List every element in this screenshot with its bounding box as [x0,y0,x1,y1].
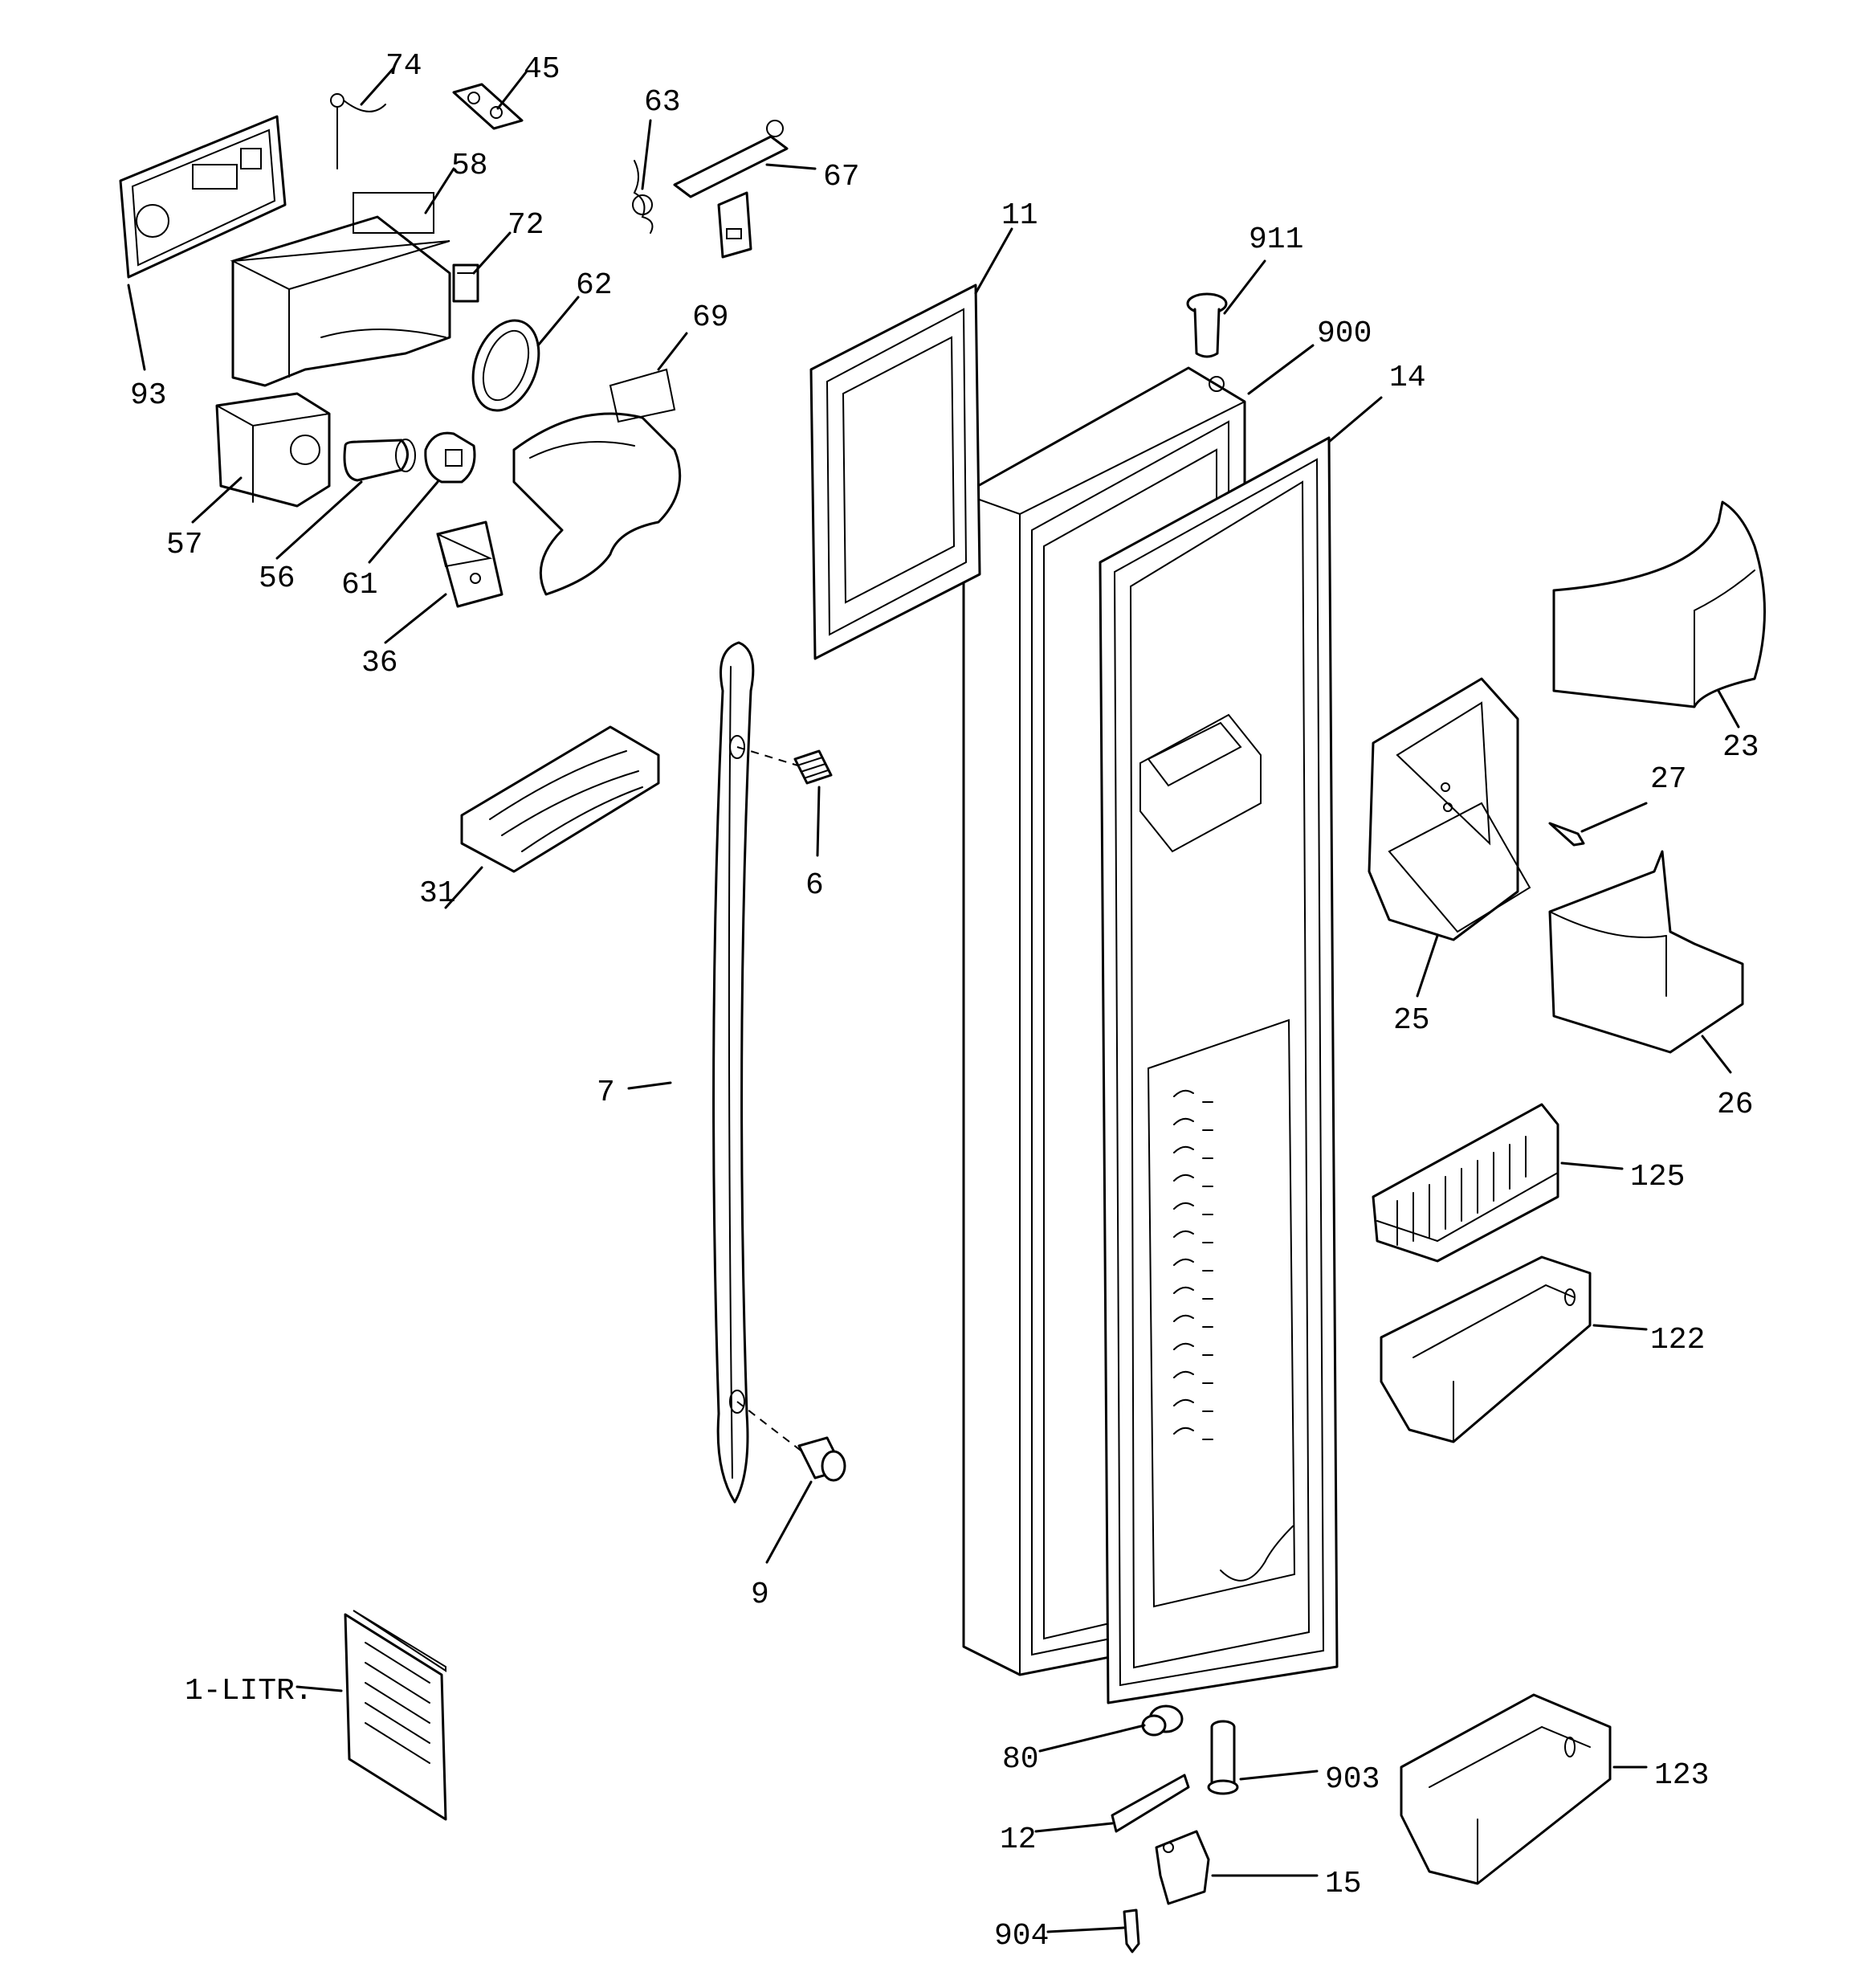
part-1-litr-booklet [344,1610,447,1821]
part-7-door-handle [712,641,755,1504]
part-72-switch [452,263,479,303]
part-12-hinge-plate [1111,1774,1190,1833]
label-9: 9 [751,1578,769,1612]
label-12: 12 [1000,1823,1037,1857]
part-27-screw [1548,822,1585,847]
label-67: 67 [823,160,860,194]
label-14: 14 [1389,361,1426,395]
part-122-bin [1380,1255,1592,1443]
part-11-dispenser-frame [809,284,981,660]
label-36: 36 [361,646,398,680]
label-45: 45 [524,52,561,87]
label-57: 57 [166,528,203,562]
label-900: 900 [1317,316,1372,351]
part-6-handle-screw [793,749,833,785]
label-125: 125 [1630,1160,1685,1194]
part-93-control-panel [119,115,287,279]
part-62-ring [471,319,540,412]
label-93: 93 [130,378,167,413]
part-56-motor [343,439,416,482]
label-1-litr: 1-LITR. [185,1674,313,1708]
label-122: 122 [1650,1323,1705,1357]
part-123-bin [1400,1693,1612,1885]
label-27: 27 [1650,762,1687,797]
part-31-drip-tray [460,725,660,873]
part-58-dispenser-housing [230,192,451,387]
leader-lines [127,67,1740,1933]
label-80: 80 [1002,1742,1039,1777]
part-25-dispenser-shelf [1368,677,1531,941]
part-903-pin [1207,1720,1239,1795]
label-25: 25 [1393,1003,1430,1038]
label-903: 903 [1325,1762,1380,1797]
part-labels: 74 45 63 67 58 72 62 69 93 57 56 61 36 1… [130,49,1759,1953]
label-61: 61 [341,568,378,602]
part-26-bin [1548,850,1744,1054]
part-69-funnel [512,368,682,596]
label-31: 31 [419,876,456,911]
part-911-cap [1186,292,1228,358]
part-9-handle-screw [797,1436,846,1482]
handle-screw-path-top [736,746,804,768]
part-61-coupler [424,431,476,484]
label-63: 63 [644,85,681,120]
label-56: 56 [259,561,296,596]
label-69: 69 [692,300,729,335]
part-74-spring [330,93,386,169]
label-23: 23 [1722,730,1759,765]
label-74: 74 [385,49,422,84]
part-80-bushing [1141,1704,1184,1737]
part-45-clip [452,83,524,130]
label-15: 15 [1325,1867,1362,1901]
part-36-bracket [436,520,503,608]
part-904-screw [1123,1908,1140,1953]
label-904: 904 [994,1919,1049,1953]
label-62: 62 [576,268,613,303]
label-7: 7 [597,1076,615,1110]
label-58: 58 [451,149,488,183]
part-125-wire-basket [1372,1103,1559,1263]
label-26: 26 [1717,1088,1754,1122]
label-123: 123 [1654,1758,1709,1793]
label-11: 11 [1001,198,1038,233]
part-14-door-liner [1099,436,1339,1704]
part-23-bin-cover [1552,500,1766,708]
shelf-clips [1173,1089,1294,1582]
label-72: 72 [508,208,544,243]
part-63-spring [632,160,654,234]
part-67-lever-arm [673,120,789,259]
part-15-hinge [1155,1830,1210,1905]
label-6: 6 [805,868,824,903]
part-57-motor-cover [215,392,331,508]
label-911: 911 [1249,222,1303,257]
